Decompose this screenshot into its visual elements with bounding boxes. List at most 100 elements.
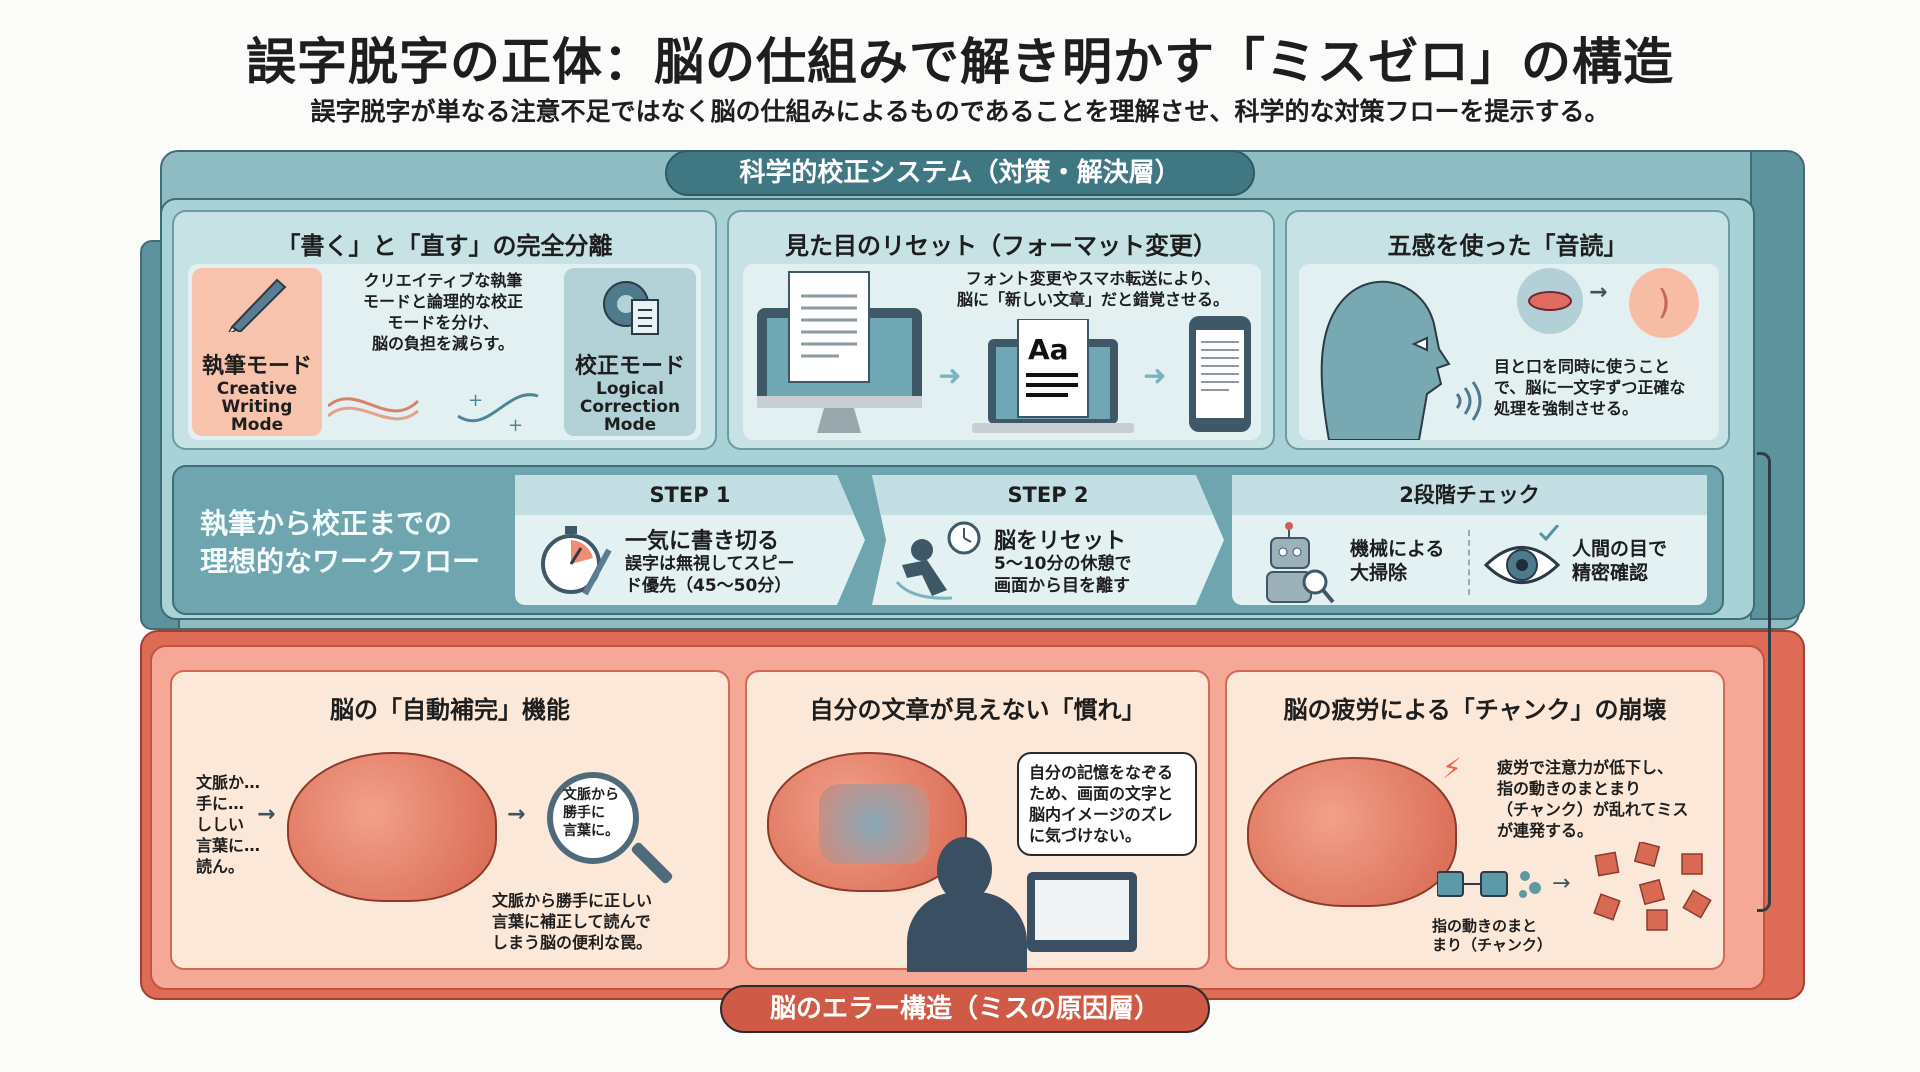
magnifier-handle	[630, 841, 674, 885]
writing-mode-en: Mode	[230, 415, 284, 435]
lens-text: 文脈から 勝手に 言葉に。	[563, 786, 619, 840]
text-line: 自分の記憶をなぞる	[1029, 763, 1174, 782]
card-title: 五感を使った「音読」	[1387, 232, 1628, 260]
head-profile-icon	[1320, 280, 1451, 440]
text-line: しまう脳の便利な罠。	[492, 933, 653, 952]
sound-waves-icon	[1455, 381, 1482, 421]
step-sub: 誤字は無視してスピー ド優先（45〜50分）	[625, 553, 795, 597]
arrow-right-icon: ➜	[1143, 359, 1167, 392]
chunk-description: 疲労で注意力が低下し、 指の動きのまとまり （チャンク）が乱れてミス が連発する…	[1497, 757, 1688, 841]
robot-magnifier-icon	[1266, 522, 1335, 604]
card-chunk-collapse: 脳の疲労による「チャンク」の崩壊 ⚡ 疲労で注意力が低下し、 指の動きのまとまり…	[1225, 670, 1725, 970]
gear-checklist-icon	[603, 281, 659, 335]
text-line: ししい	[196, 815, 245, 834]
text-line: 勝手に	[563, 805, 605, 821]
speech-bubble: 自分の記憶をなぞる ため、画面の文字と 脳内イメージのズレ に気づけない。	[1017, 752, 1197, 856]
divider	[1468, 530, 1470, 595]
separation-description: クリエイティブな執筆 モードと論理的な校正 モードを分け、 脳の負担を減らす。	[338, 270, 548, 354]
card-title: 脳の疲労による「チャンク」の崩壊	[1283, 696, 1667, 724]
card-title: 見た目のリセット（フォーマット変更）	[785, 232, 1217, 260]
format-reset-description: フォント変更やスマホ転送により、 脳に「新しい文章」だと錯覚させる。	[933, 268, 1253, 310]
solution-layer-label: 科学的校正システム（対策・解決層）	[665, 150, 1255, 196]
correction-mode-box: 校正モード Logical Correction Mode	[564, 268, 696, 436]
text-line: 読ん。	[196, 857, 245, 876]
text-line: 指の動きのまと	[1432, 917, 1538, 935]
correction-mode-en: Mode	[603, 415, 657, 435]
read-aloud-description: 目と口を同時に使うこと で、脳に一文字ずつ正確な 処理を強制させる。	[1494, 356, 1714, 419]
text-line: 言葉に補正して読んで	[492, 912, 651, 931]
brain-network-icon	[287, 752, 497, 902]
step-sub-line: 画面から目を離す	[994, 576, 1130, 596]
text-line: 指の動きのまとまり	[1497, 779, 1642, 798]
chunk-label: 指の動きのまと まり（チャンク）	[1432, 917, 1552, 955]
text-line: 言葉に。	[563, 823, 619, 839]
step-sub-line: 機械による	[1350, 538, 1445, 560]
writing-mode-jp: 執筆モード	[201, 354, 312, 379]
desc-line: で、脳に一文字ずつ正確な	[1494, 378, 1686, 397]
mouth-icon	[1517, 268, 1583, 334]
step-sub-line: 誤字は無視してスピー	[625, 554, 795, 574]
correction-mode-jp: 校正モード	[574, 354, 685, 379]
desc-line: フォント変更やスマホ転送により、	[965, 269, 1221, 288]
layer-connector-handle	[1757, 452, 1771, 912]
step-sub-line: 5〜10分の休憩で	[994, 554, 1132, 574]
desc-line: モードと論理的な校正	[362, 292, 523, 311]
card-inner: 執筆モード Creative Writing Mode クリエイティブな執筆 モ…	[188, 264, 701, 440]
smartphone-icon	[1189, 316, 1251, 432]
tired-brain-icon	[1247, 757, 1457, 907]
svg-text:+: +	[508, 415, 523, 436]
arrow-right-icon: →	[257, 802, 276, 827]
card-title: 自分の文章が見えない「慣れ」	[809, 696, 1146, 724]
step-sub-line: 精密確認	[1572, 562, 1649, 584]
card-familiarity: 自分の文章が見えない「慣れ」 自分の記憶をなぞる ため、画面の文字と 脳内イメー…	[745, 670, 1210, 972]
card-auto-complete: 脳の「自動補完」機能 文脈か… 手に… ししい 言葉に… 読ん。 → → 文脈か…	[170, 670, 730, 970]
text-line: 手に…	[196, 794, 245, 813]
step-sub: 5〜10分の休憩で 画面から目を離す	[994, 553, 1132, 597]
text-line: 文脈か…	[196, 773, 261, 792]
text-line: まり（チャンク）	[1432, 936, 1552, 954]
text-line: 疲労で注意力が低下し、	[1497, 758, 1674, 777]
step-main: 脳をリセット	[994, 529, 1127, 554]
text-line: 文脈から勝手に正しい	[492, 891, 653, 910]
text-line: 文脈から	[563, 787, 619, 803]
desc-line: 脳の負担を減らす。	[371, 334, 515, 353]
page-title: 誤字脱字の正体：脳の仕組みで解き明かす「ミスゼロ」の構造	[246, 33, 1674, 91]
svg-text:→: →	[1552, 871, 1570, 896]
step-sub-line: ド優先（45〜50分）	[625, 576, 792, 596]
text-line: 脳内イメージのズレ	[1029, 805, 1173, 824]
brain-memory-icon	[767, 752, 967, 892]
font-sample: Aa	[1028, 333, 1069, 366]
arrow-right-icon: ➜	[938, 359, 962, 392]
desc-line: モードを分け、	[387, 313, 499, 332]
laptop-font-icon: Aa	[972, 319, 1134, 433]
error-layer-label: 脳のエラー構造（ミスの原因層）	[720, 985, 1210, 1033]
workflow-step-1: STEP 1 一気に書き切る 誤字は無視してスピー ド優先（45〜50分）	[515, 475, 865, 605]
workflow-step-2: STEP 2 脳をリセット 5〜10分の休憩で 画面から目を離す	[872, 475, 1224, 605]
correction-mode-en: Logical	[596, 379, 664, 399]
desc-line: 脳に「新しい文章」だと錯覚させる。	[956, 290, 1229, 309]
ear-icon: )	[1629, 268, 1699, 338]
writing-mode-en: Creative	[216, 379, 298, 399]
card-inner: ➜ フォント変更やスマホ転送により、 脳に「新しい文章」だと錯覚させる。 Aa …	[743, 264, 1261, 440]
magnifier-icon: 文脈から 勝手に 言葉に。	[547, 772, 639, 864]
desc-line: 処理を強制させる。	[1494, 399, 1639, 418]
machine-check-text: 機械による 大掃除	[1350, 537, 1444, 585]
workflow-label: 執筆から校正までの 理想的なワークフロー	[200, 505, 480, 581]
writing-mode-box: 執筆モード Creative Writing Mode	[192, 268, 322, 436]
monitor-document-icon	[757, 271, 922, 433]
eye-check-icon	[1483, 525, 1561, 584]
desc-line: クリエイティブな執筆	[363, 271, 523, 290]
step-head: STEP 1	[515, 475, 865, 515]
garbled-text: 文脈か… 手に… ししい 言葉に… 読ん。	[196, 772, 260, 877]
text-line: が連発する。	[1497, 821, 1594, 840]
relaxing-person-clock-icon	[895, 521, 981, 600]
step-head: STEP 2	[872, 475, 1224, 515]
text-line: に気づけない。	[1029, 826, 1142, 845]
svg-text:+: +	[468, 390, 483, 411]
stopwatch-icon	[541, 526, 612, 596]
auto-complete-description: 文脈から勝手に正しい 言葉に補正して読んで しまう脳の便利な罠。	[492, 890, 652, 953]
person-silhouette-icon	[897, 837, 1037, 972]
text-line: （チャンク）が乱れてミス	[1497, 800, 1689, 819]
text-line: ため、画面の文字と	[1029, 784, 1174, 803]
step-main: 一気に書き切る	[625, 529, 780, 554]
